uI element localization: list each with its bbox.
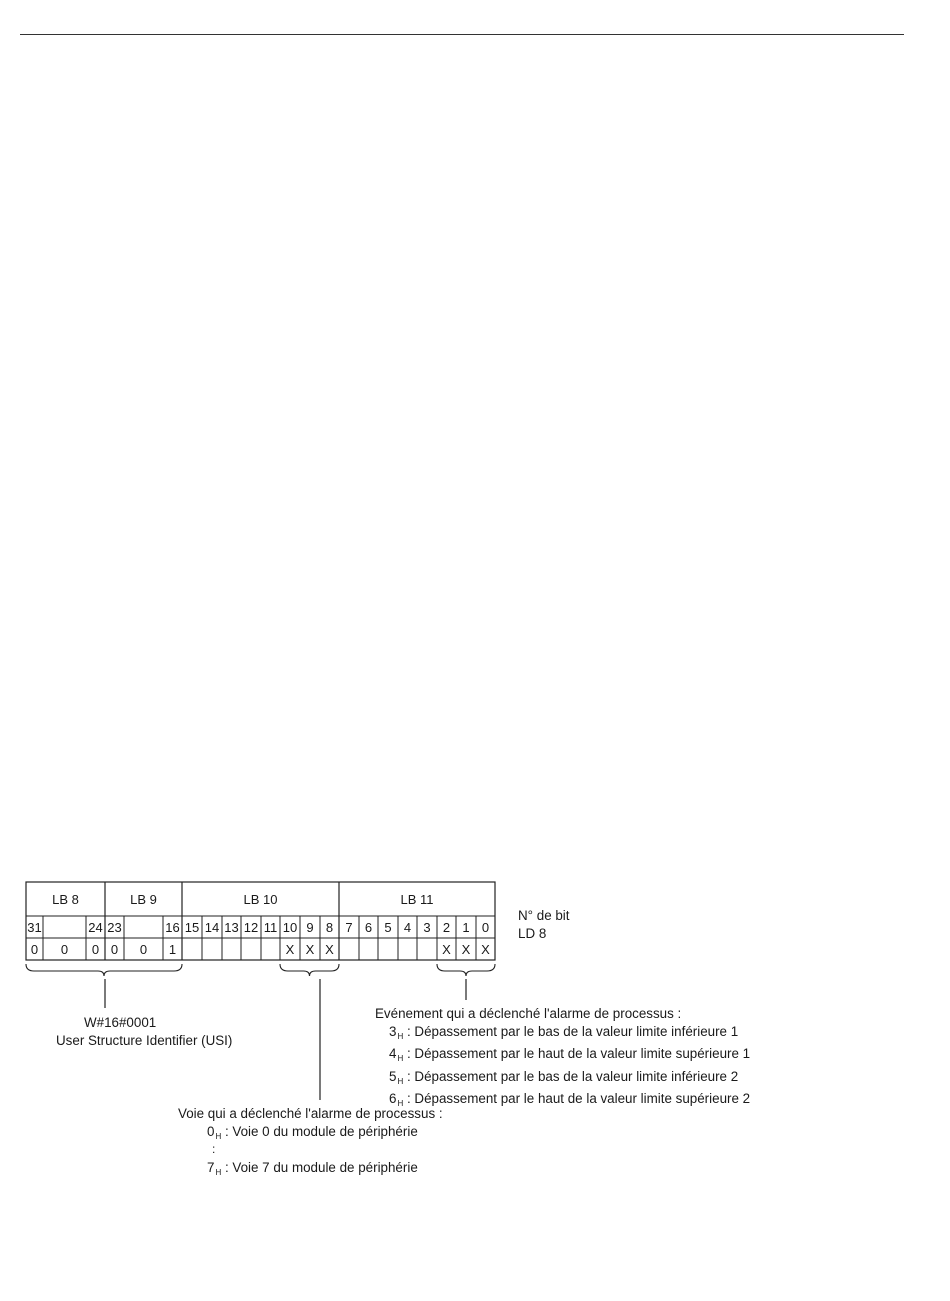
bit-number: 16 [165, 920, 179, 935]
bit-number: 31 [27, 920, 41, 935]
bit-value: 1 [169, 942, 176, 957]
usi-name: User Structure Identifier (USI) [56, 1032, 233, 1048]
byte-label: LB 9 [130, 892, 157, 907]
bit-number-label: N° de bit [518, 908, 570, 923]
bit-value: X [442, 942, 451, 957]
bit-value: X [481, 942, 490, 957]
event-item: 6H : Dépassement par le haut de la valeu… [389, 1091, 751, 1108]
bit-number: 23 [107, 920, 121, 935]
channel-item-first: 0H : Voie 0 du module de périphérie [207, 1123, 418, 1141]
bit-value: X [306, 942, 315, 957]
usi-code: W#16#0001 [84, 1015, 157, 1030]
bit-number: 13 [224, 920, 238, 935]
bit-value: 0 [111, 942, 118, 957]
bit-number: 6 [365, 920, 372, 935]
bit-number: 0 [482, 920, 489, 935]
event-item: 4H : Dépassement par le haut de la valeu… [389, 1046, 751, 1063]
channel-heading: Voie qui a déclenché l'alarme de process… [178, 1106, 443, 1121]
top-rule [20, 34, 904, 35]
channel-note: Voie qui a déclenché l'alarme de process… [178, 1105, 443, 1182]
bit-value: 0 [140, 942, 147, 957]
bit-value: X [462, 942, 471, 957]
usi-brace [25, 963, 183, 977]
bit-number: 3 [423, 920, 430, 935]
bit-number: 14 [205, 920, 219, 935]
bit-value: X [325, 942, 334, 957]
byte-label: LB 8 [52, 892, 79, 907]
channel-item-last: 7H : Voie 7 du module de périphérie [207, 1160, 418, 1177]
bit-number: 7 [345, 920, 352, 935]
bit-number: 15 [185, 920, 199, 935]
bit-number: 12 [244, 920, 258, 935]
bit-value: 0 [61, 942, 68, 957]
usi-note: W#16#0001 User Structure Identifier (USI… [56, 1014, 232, 1049]
byte-label: LB 11 [400, 892, 433, 907]
channel-ellipsis: : [212, 1142, 216, 1156]
bit-number: 1 [462, 920, 469, 935]
channel-brace [279, 963, 340, 977]
bit-value: 0 [92, 942, 99, 957]
dword-label: LD 8 [518, 925, 547, 941]
byte-label: LB 10 [244, 892, 278, 907]
event-note: Evénement qui a déclenché l'alarme de pr… [375, 1005, 750, 1113]
side-labels: N° de bit LD 8 [518, 907, 570, 942]
bit-number: 24 [88, 920, 102, 935]
bit-number: 11 [264, 920, 278, 935]
bit-number: 2 [443, 920, 450, 935]
event-item: 3H : Dépassement par le bas de la valeur… [389, 1023, 739, 1041]
bit-number: 9 [306, 920, 313, 935]
event-item: 5H : Dépassement par le bas de la valeur… [389, 1068, 739, 1086]
bit-number: 4 [404, 920, 411, 935]
bit-number: 10 [283, 920, 297, 935]
bit-number: 5 [384, 920, 391, 935]
event-heading: Evénement qui a déclenché l'alarme de pr… [375, 1006, 682, 1021]
event-brace [436, 963, 496, 977]
bit-value: 0 [31, 942, 38, 957]
bit-value: X [286, 942, 295, 957]
bit-number: 8 [326, 920, 333, 935]
